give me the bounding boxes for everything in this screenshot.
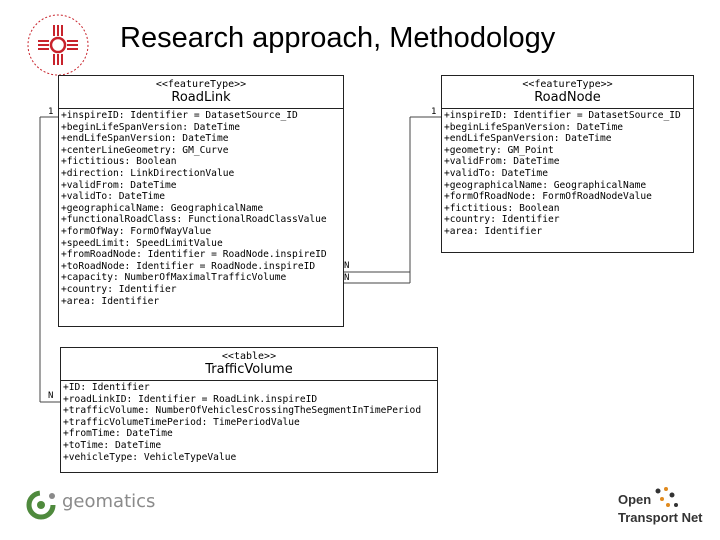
attribute-row: +area: Identifier [61, 295, 160, 307]
attribute-row: +fromTime: DateTime [63, 428, 173, 440]
attribute-row: +fromRoadNode: Identifier = RoadNode.ins… [61, 249, 327, 261]
attribute-row: +beginLifeSpanVersion: DateTime [444, 121, 624, 133]
otn-line1: Open [618, 492, 652, 507]
attribute-row: +country: Identifier [61, 283, 177, 295]
attribute-row: +validTo: DateTime [444, 167, 548, 179]
multiplicity-roadlink-node-b: N [344, 273, 350, 283]
attribute-row: +speedLimit: SpeedLimitValue [61, 237, 223, 249]
open-transport-net-logo: Open Transport Net [614, 485, 714, 533]
class-trafficvolume: <<table>> TrafficVolume +ID: Identifier … [60, 347, 438, 473]
attribute-row: +fictitious: Boolean [444, 202, 560, 214]
attribute-row: +ID: Identifier [63, 382, 150, 393]
attribute-row: +area: Identifier [444, 225, 543, 237]
class-attributes: +inspireID: Identifier = DatasetSource_I… [59, 109, 343, 308]
geomatics-emblem-icon [26, 490, 56, 520]
attribute-row: +geometry: GM_Point [444, 144, 554, 156]
zia-symbol-logo [27, 14, 89, 76]
multiplicity-roadnode-left: 1 [431, 107, 437, 117]
class-attributes: +ID: Identifier +roadLinkID: Identifier … [61, 381, 437, 464]
multiplicity-traffic-left: N [48, 391, 54, 401]
attribute-row: +country: Identifier [444, 214, 560, 226]
class-roadlink: <<featureType>> RoadLink +inspireID: Ide… [58, 75, 344, 327]
attribute-row: +validFrom: DateTime [444, 156, 560, 168]
attribute-row: +trafficVolume: NumberOfVehiclesCrossing… [63, 405, 422, 417]
class-stereotype: <<featureType>> [155, 79, 247, 90]
attribute-row: +inspireID: Identifier = DatasetSource_I… [444, 110, 681, 121]
attribute-row: +capacity: NumberOfMaximalTrafficVolume [61, 272, 287, 284]
class-header: <<featureType>> RoadNode [442, 76, 693, 109]
class-name: RoadLink [171, 90, 231, 105]
attribute-row: +centerLineGeometry: GM_Curve [61, 144, 229, 156]
class-header: <<table>> TrafficVolume [61, 348, 437, 381]
attribute-row: +geographicalName: GeographicalName [444, 179, 647, 191]
attribute-row: +beginLifeSpanVersion: DateTime [61, 121, 241, 133]
attribute-row: +trafficVolumeTimePeriod: TimePeriodValu… [63, 416, 300, 428]
attribute-row: +roadLinkID: Identifier = RoadLink.inspi… [63, 393, 318, 405]
attribute-row: +endLifeSpanVersion: DateTime [61, 133, 229, 145]
otn-dots-icon [655, 487, 678, 507]
class-stereotype: <<featureType>> [522, 79, 613, 90]
class-name: TrafficVolume [205, 362, 293, 377]
attribute-row: +validFrom: DateTime [61, 179, 177, 191]
multiplicity-roadlink-node-a: N [344, 261, 350, 271]
attribute-row: +inspireID: Identifier = DatasetSource_I… [61, 110, 298, 121]
attribute-row: +formOfWay: FormOfWayValue [61, 225, 212, 237]
attribute-row: +validTo: DateTime [61, 191, 165, 203]
attribute-row: +toTime: DateTime [63, 439, 162, 451]
geomatics-text: geomatics [62, 491, 156, 512]
attribute-row: +vehicleType: VehicleTypeValue [63, 451, 237, 463]
attribute-row: +toRoadNode: Identifier = RoadNode.inspi… [61, 260, 316, 272]
otn-line2: Transport Net [618, 510, 703, 525]
class-name: RoadNode [534, 90, 601, 105]
attribute-row: +direction: LinkDirectionValue [61, 167, 235, 179]
attribute-row: +fictitious: Boolean [61, 156, 177, 168]
attribute-row: +formOfRoadNode: FormOfRoadNodeValue [444, 191, 652, 203]
slide-title: Research approach, Methodology [120, 22, 556, 54]
attribute-row: +functionalRoadClass: FunctionalRoadClas… [61, 214, 327, 226]
geomatics-logo: geomatics [26, 488, 155, 526]
class-stereotype: <<table>> [221, 351, 277, 362]
class-header: <<featureType>> RoadLink [59, 76, 343, 109]
class-attributes: +inspireID: Identifier = DatasetSource_I… [442, 109, 693, 239]
attribute-row: +geographicalName: GeographicalName [61, 202, 264, 214]
multiplicity-roadlink-left: 1 [48, 107, 54, 117]
attribute-row: +endLifeSpanVersion: DateTime [444, 133, 612, 145]
class-roadnode: <<featureType>> RoadNode +inspireID: Ide… [441, 75, 694, 253]
